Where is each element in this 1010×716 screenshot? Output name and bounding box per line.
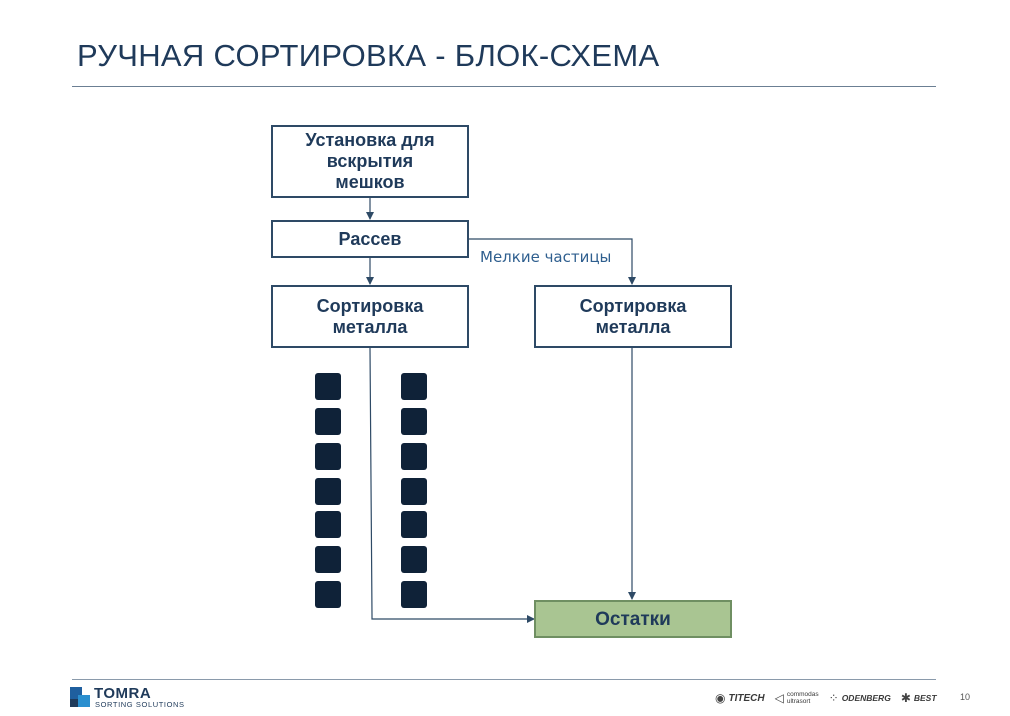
partner-commodas: ◁ commodas ultrasort [775,691,819,705]
partner-name: ODENBERG [841,693,891,703]
node-metal-sort-right: Сортировка металла [534,285,732,348]
picker-station [315,581,341,608]
page-number: 10 [960,692,971,702]
picker-station [315,408,341,435]
partner-odenberg: ⁘ ODENBERG [829,691,891,705]
picker-station [401,478,427,505]
node-metal-sort-left-label: Сортировка металла [316,295,424,337]
picker-station [315,478,341,505]
arrow-left-sort-to-residue [369,347,535,623]
title-divider [72,86,936,87]
partner-name: TITECH [728,692,765,704]
node-residue-label: Остатки [595,608,671,630]
edge-label-fines: Мелкие частицы [480,248,612,266]
node-screen: Рассев [271,220,469,258]
partner-titech: ◉ TITECH [715,691,765,705]
picker-station [401,373,427,400]
footer-divider [72,679,936,680]
picker-station [401,546,427,573]
picker-station [315,546,341,573]
titech-logo-icon: ◉ [715,691,726,705]
node-metal-sort-left: Сортировка металла [271,285,469,348]
node-screen-label: Рассев [338,228,402,249]
picker-station [401,443,427,470]
arrow-screen-to-right-sort [468,238,636,285]
node-bag-opener-label: Установка для вскрытия мешков [305,130,435,192]
commodas-logo-icon: ◁ [774,691,784,705]
tomra-logo: TOMRA SORTING SOLUTIONS [70,685,210,711]
partner-best: ✱ BEST [901,691,937,705]
node-residue: Остатки [534,600,732,638]
brand-name: TOMRA [94,685,152,702]
picker-station [401,581,427,608]
brand-tagline: SORTING SOLUTIONS [95,700,185,709]
picker-station [315,443,341,470]
partner-name: BEST [913,693,937,703]
node-bag-opener: Установка для вскрытия мешков [271,125,469,198]
picker-station [315,511,341,538]
partner-logos: ◉ TITECH ◁ commodas ultrasort ⁘ ODENBERG… [705,689,937,707]
odenberg-logo-icon: ⁘ [828,691,839,705]
best-logo-icon: ✱ [900,691,911,705]
picker-station [401,408,427,435]
slide-title: РУЧНАЯ СОРТИРОВКА - БЛОК-СХЕМА [77,38,660,73]
node-metal-sort-right-label: Сортировка металла [579,295,687,337]
picker-station [401,511,427,538]
tomra-mark-icon [70,687,90,707]
partner-name: commodas ultrasort [786,691,819,705]
picker-station [315,373,341,400]
